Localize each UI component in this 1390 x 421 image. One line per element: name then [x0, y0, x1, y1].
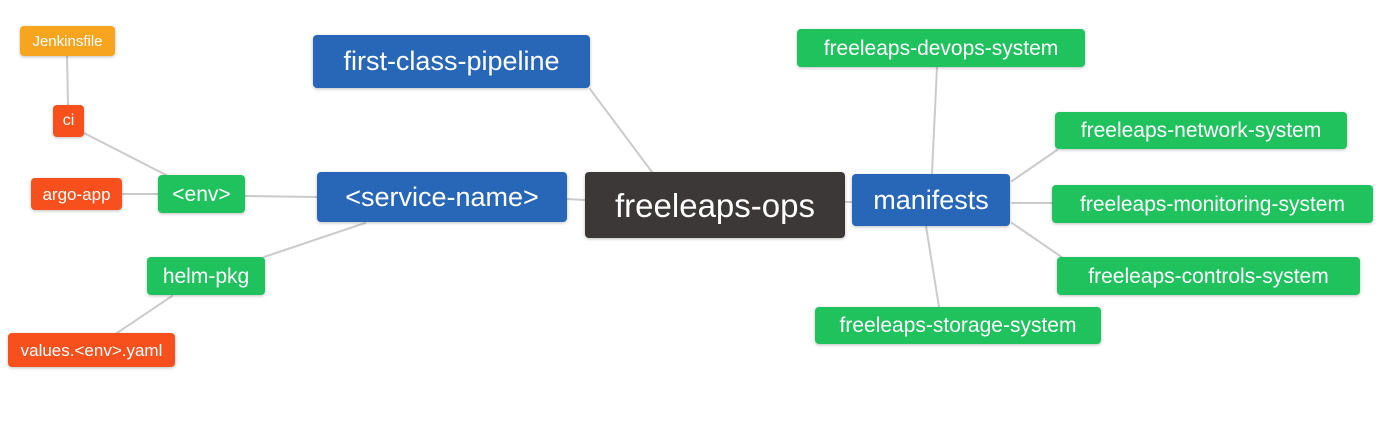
node-ci[interactable]: ci [53, 105, 84, 137]
node-manifests[interactable]: manifests [852, 174, 1010, 226]
edge-first-class-pipeline-to-freeleaps-ops [589, 88, 653, 173]
node-argo-app[interactable]: argo-app [31, 178, 122, 210]
edge-manifests-to-freeleaps-storage-system [925, 225, 940, 308]
node-helm-pkg[interactable]: helm-pkg [147, 257, 265, 295]
edge-ci-to-env [83, 132, 169, 177]
edge-service-name-to-helm-pkg [263, 222, 366, 258]
node-service-name[interactable]: <service-name> [317, 172, 567, 222]
edge-service-name-to-freeleaps-ops [566, 198, 586, 201]
node-freeleaps-network-system[interactable]: freeleaps-network-system [1055, 112, 1347, 149]
edge-manifests-to-freeleaps-devops-system [931, 66, 938, 174]
node-freeleaps-storage-system[interactable]: freeleaps-storage-system [815, 307, 1101, 344]
node-freeleaps-devops-system[interactable]: freeleaps-devops-system [797, 29, 1085, 67]
edge-jenkinsfile-to-ci [66, 55, 69, 106]
node-freeleaps-monitoring-system[interactable]: freeleaps-monitoring-system [1052, 185, 1373, 223]
edge-helm-pkg-to-values-env-yaml [116, 295, 173, 334]
node-values-env-yaml[interactable]: values.<env>.yaml [8, 333, 175, 367]
edge-env-to-service-name [244, 195, 318, 198]
edge-manifests-to-freeleaps-controls-system [1011, 222, 1064, 259]
node-jenkinsfile[interactable]: Jenkinsfile [20, 26, 115, 56]
edge-manifests-to-freeleaps-network-system [1011, 149, 1058, 182]
node-freeleaps-controls-system[interactable]: freeleaps-controls-system [1057, 257, 1360, 295]
node-freeleaps-ops[interactable]: freeleaps-ops [585, 172, 845, 238]
node-env[interactable]: <env> [158, 175, 245, 213]
node-first-class-pipeline[interactable]: first-class-pipeline [313, 35, 590, 88]
